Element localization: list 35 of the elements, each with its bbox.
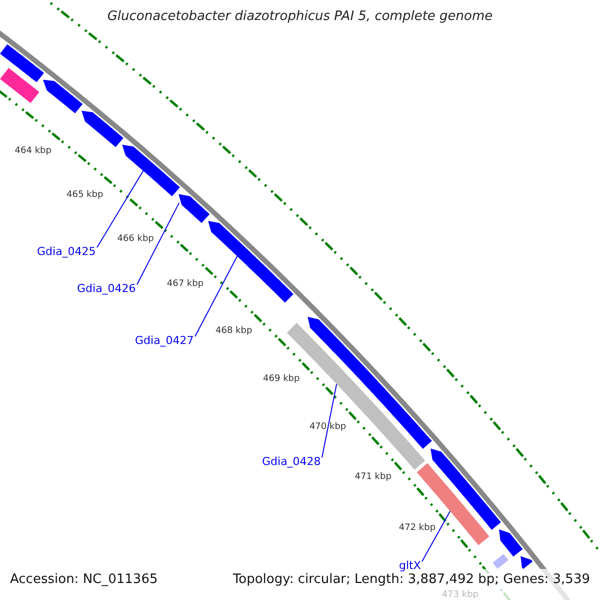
scale-label: 466 kbp: [117, 234, 154, 244]
gene-feature: [492, 554, 508, 569]
gene-label: gltX: [399, 558, 421, 572]
genome-info-text: Topology: circular; Length: 3,887,492 bp; Genes: 3,539: [232, 572, 590, 587]
gene-label: Gdia_0426: [77, 282, 136, 294]
gene-feature: [0, 44, 44, 82]
scale-label: 473 kbp: [442, 590, 478, 600]
gene-feature: [208, 220, 294, 303]
gene-feature: [499, 529, 523, 557]
leader-line: [422, 510, 451, 562]
gene-feature: [0, 68, 40, 103]
scale-label: 469 kbp: [263, 374, 300, 384]
scale-label: 471 kbp: [354, 472, 392, 482]
gene-feature: [178, 194, 210, 223]
gene-label: Gdia_0428: [262, 454, 321, 468]
gene-feature: [520, 556, 533, 569]
gene-feature: [308, 316, 432, 449]
accession-text: Accession: NC_011365: [10, 572, 158, 587]
leader-line: [136, 202, 180, 285]
leader-line: [322, 384, 338, 458]
leader-line: [194, 256, 238, 337]
gene-feature: [416, 463, 490, 546]
scale-label: 467 kbp: [166, 279, 204, 290]
gene-label: Gdia_0427: [135, 334, 194, 346]
scale-label: 468 kbp: [216, 326, 252, 336]
scale-label: 470 kbp: [309, 422, 346, 432]
diagram-title: Gluconacetobacter diazotrophicus PAI 5, complete genome: [106, 9, 494, 24]
gene-feature: [82, 110, 124, 148]
leader-line: [96, 170, 144, 248]
gene-feature: [43, 80, 83, 114]
scale-label: 465 kbp: [66, 190, 104, 200]
scale-label: 464 kbp: [14, 146, 52, 156]
scale-label: 472 kbp: [398, 523, 436, 534]
gene-label: Gdia_0425: [37, 244, 96, 258]
gene-feature: [122, 144, 180, 196]
